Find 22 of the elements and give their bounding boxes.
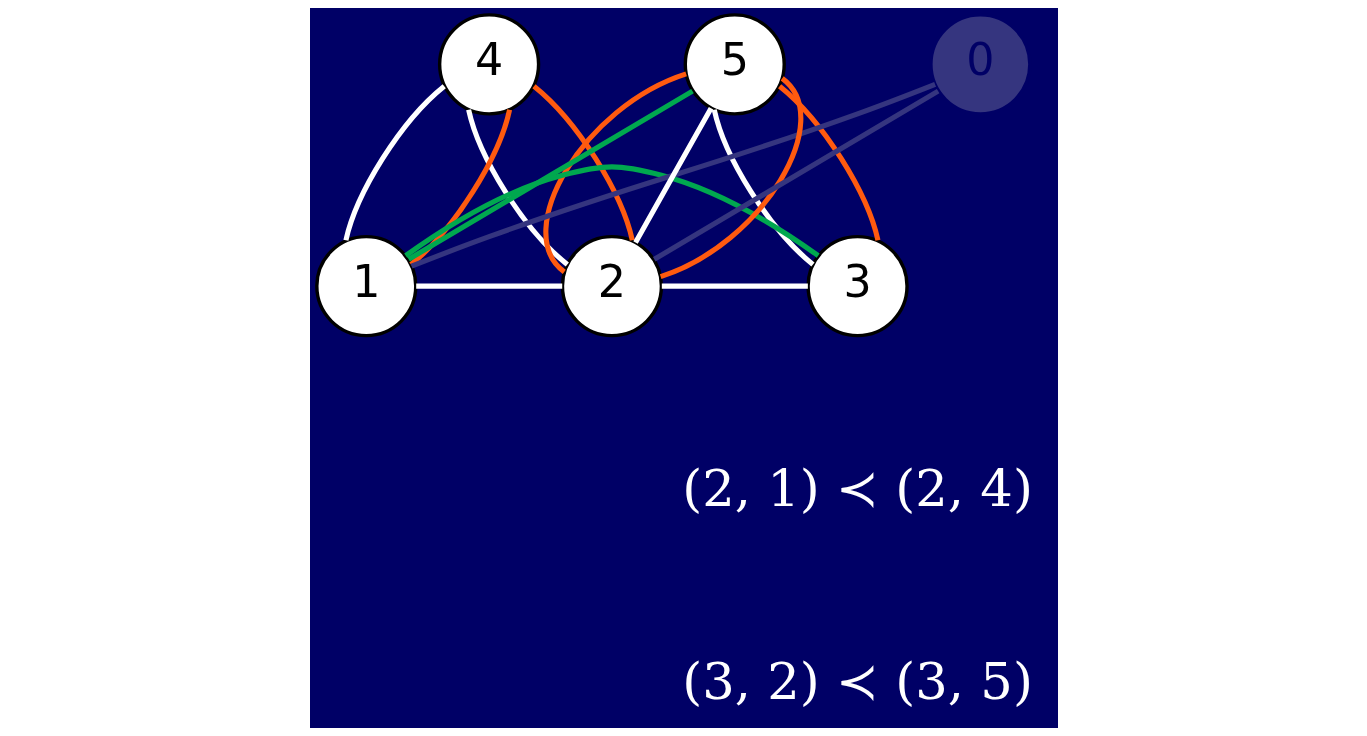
node-circle: 1 xyxy=(314,234,417,338)
connector xyxy=(711,109,815,267)
connector xyxy=(661,283,808,289)
connector xyxy=(403,164,820,258)
connector xyxy=(777,84,880,241)
connector xyxy=(342,84,446,241)
node-circle: 5 xyxy=(683,13,786,116)
connector xyxy=(632,106,713,244)
connector xyxy=(652,88,939,262)
connector xyxy=(542,71,687,274)
connector xyxy=(408,109,512,267)
connector xyxy=(465,109,569,267)
connector xyxy=(410,81,936,269)
label: (2, 1) ≺ (2, 4) xyxy=(681,459,1033,519)
connector xyxy=(531,84,635,241)
node-circle: 3 xyxy=(805,234,909,338)
connector xyxy=(415,283,562,289)
connector xyxy=(406,88,694,262)
label: (3, 2) ≺ (3, 5) xyxy=(681,651,1033,711)
node-circle: 4 xyxy=(437,13,540,116)
node-circle: 2 xyxy=(560,234,663,338)
connector xyxy=(659,76,803,279)
